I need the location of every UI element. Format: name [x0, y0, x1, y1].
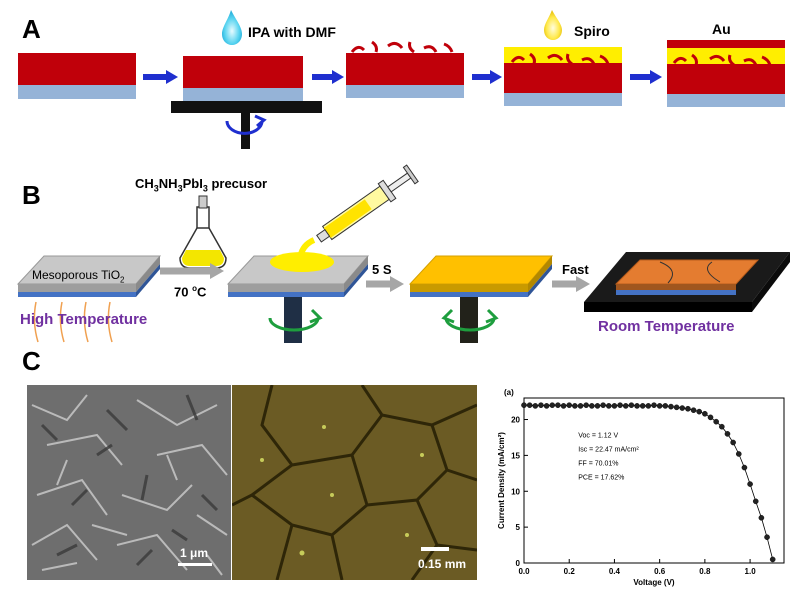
- scale-text-2: 0.15 mm: [418, 557, 467, 571]
- data-point: [566, 402, 573, 408]
- yellow-drop-icon: [544, 10, 562, 40]
- data-point: [764, 534, 770, 540]
- panel-a-stack-1: [18, 53, 136, 99]
- y-tick-label: 5: [516, 523, 521, 532]
- data-point: [600, 402, 606, 408]
- panel-label-c: C: [22, 346, 41, 376]
- precursor-label: CH3NH3PbI3 precusor: [135, 176, 268, 194]
- panel-b-substrate-2: [226, 252, 370, 343]
- annotation: PCE = 17.62%: [578, 474, 624, 481]
- data-point: [741, 464, 748, 471]
- annotation: Voc = 1.12 V: [578, 432, 618, 439]
- data-point: [735, 451, 742, 457]
- panel-b-substrate-4: [614, 259, 760, 295]
- data-point: [702, 410, 708, 417]
- data-point: [673, 404, 680, 411]
- x-tick-label: 1.0: [745, 567, 757, 576]
- cyan-drop-icon: [222, 10, 242, 45]
- x-axis-label: Voltage (V): [633, 578, 675, 587]
- data-point: [560, 403, 567, 409]
- y-tick-label: 10: [511, 487, 520, 496]
- panel-label-a: A: [22, 14, 41, 44]
- data-point: [639, 403, 646, 409]
- x-tick-label: 0.8: [699, 567, 711, 576]
- data-point: [668, 403, 674, 410]
- panel-b-substrate-3: [408, 255, 554, 343]
- y-axis-label: Current Density (mA/cm²): [497, 432, 506, 529]
- data-point: [662, 403, 669, 409]
- data-point: [555, 402, 561, 408]
- five-seconds-label: 5 S: [372, 262, 392, 277]
- data-point: [594, 403, 601, 409]
- y-tick-label: 15: [511, 451, 520, 460]
- data-point: [622, 403, 629, 409]
- scale-bar-1: [178, 563, 212, 566]
- panel-a-stack-3: [346, 40, 464, 98]
- data-point: [549, 402, 556, 408]
- annotation: FF = 70.01%: [578, 460, 618, 467]
- data-point: [690, 407, 697, 413]
- data-point: [719, 423, 725, 430]
- data-point: [730, 439, 736, 446]
- sem-image: [27, 385, 231, 580]
- panel-a-stack-4: [504, 47, 622, 106]
- scale-bar-2: [421, 547, 449, 551]
- data-point: [617, 402, 623, 408]
- ipa-dmf-label: IPA with DMF: [248, 24, 336, 40]
- panel-a-stack-2: [171, 56, 322, 149]
- data-point: [747, 481, 753, 487]
- data-point: [589, 403, 595, 409]
- y-tick-label: 20: [511, 416, 520, 425]
- data-point: [752, 498, 759, 505]
- high-temperature-label: High Temperature: [20, 311, 148, 328]
- data-point: [651, 402, 657, 408]
- data-point: [685, 405, 691, 412]
- flask-icon: [179, 195, 227, 269]
- data-point: [526, 402, 533, 408]
- panel-label-b: B: [22, 180, 41, 210]
- au-label: Au: [712, 21, 731, 37]
- data-point: [707, 414, 714, 421]
- schematic-diagram: [16, 10, 790, 343]
- x-tick-label: 0.2: [564, 567, 576, 576]
- x-tick-label: 0.0: [518, 567, 530, 576]
- substrate-label: Mesoporous TiO2: [32, 268, 125, 285]
- data-point: [758, 515, 765, 521]
- chart-title: (a): [504, 388, 514, 397]
- spiro-label: Spiro: [574, 23, 610, 39]
- plot-frame: [523, 397, 785, 564]
- x-tick-label: 0.4: [609, 567, 621, 576]
- data-point: [583, 402, 589, 408]
- fast-label: Fast: [562, 262, 589, 277]
- panel-b-substrate-1: [16, 255, 162, 343]
- data-point: [628, 402, 635, 408]
- data-point: [679, 405, 686, 411]
- data-point: [634, 403, 640, 409]
- x-tick-label: 0.6: [654, 567, 666, 576]
- data-point: [532, 403, 539, 409]
- data-point: [577, 403, 584, 409]
- data-point: [538, 402, 544, 408]
- data-point: [572, 403, 578, 409]
- annotation: Isc = 22.47 mA/cm²: [578, 446, 639, 453]
- temperature-label: 70 oC: [174, 284, 207, 300]
- panel-a-stack-5: [667, 40, 785, 107]
- room-temperature-label: Room Temperature: [598, 318, 735, 335]
- scale-text-1: 1 μm: [180, 546, 209, 560]
- data-point: [656, 403, 663, 409]
- data-point: [645, 403, 652, 409]
- data-point: [713, 418, 719, 425]
- data-point: [724, 431, 731, 437]
- syringe-icon: [297, 164, 419, 263]
- data-point: [611, 403, 618, 409]
- data-point: [543, 403, 550, 409]
- y-tick-label: 0: [516, 559, 521, 568]
- data-point: [605, 403, 612, 409]
- data-point: [696, 408, 703, 415]
- data-point: [769, 556, 776, 563]
- data-point: [521, 402, 527, 408]
